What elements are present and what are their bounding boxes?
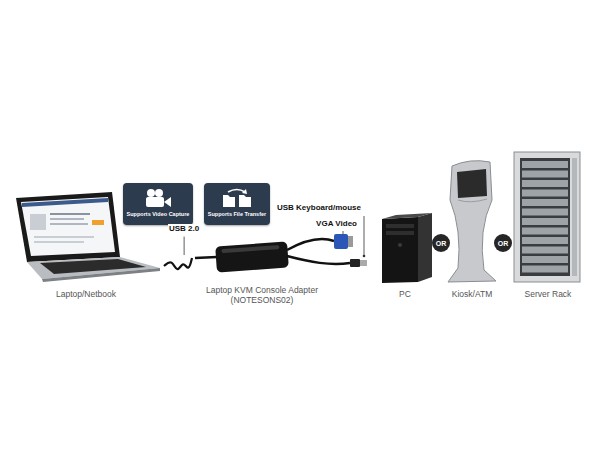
pc-side <box>418 213 432 282</box>
pc-front <box>382 217 418 283</box>
drive-bay <box>386 231 414 235</box>
screen-line <box>34 236 94 238</box>
port-label: VGA Video <box>315 219 358 229</box>
reel <box>147 189 155 197</box>
usb-shell <box>360 260 367 266</box>
kiosk-illustration <box>448 161 496 282</box>
server-rack-illustration <box>514 152 580 282</box>
camera-body <box>146 197 164 207</box>
figure-label: PC <box>399 289 411 300</box>
cable <box>195 257 217 258</box>
leader-line <box>364 216 365 256</box>
laptop-bezel <box>16 192 120 262</box>
rack-slot <box>522 256 568 263</box>
kiosk-ledge <box>458 199 487 202</box>
rack-slot <box>522 266 568 273</box>
rack-frame <box>514 152 580 282</box>
figure-label: Kiosk/ATM <box>452 289 492 300</box>
rack-slot <box>522 237 568 244</box>
kiosk-screen <box>457 169 487 198</box>
folder-icon <box>222 188 252 208</box>
leader-line <box>184 237 185 255</box>
laptop-figure: Laptop/Netbook <box>8 228 164 300</box>
adapter-body <box>215 242 289 273</box>
transfer-arrow <box>228 190 245 193</box>
camera-icon <box>143 188 173 208</box>
badge-text: Supports Video Capture <box>127 211 190 217</box>
rack-slot <box>522 209 568 216</box>
server-rack-figure: Server Rack <box>513 146 583 300</box>
or-badge: OR <box>494 234 512 252</box>
feature-badge: Supports Video Capture <box>123 183 194 225</box>
rack-slot <box>522 180 568 187</box>
reel <box>155 189 163 197</box>
port-label: USB Keyboard/mouse <box>276 203 362 213</box>
leader-line <box>343 231 344 234</box>
vga-connector <box>334 234 348 249</box>
leader-dot <box>363 255 366 258</box>
rack-side <box>572 158 577 276</box>
badge-text: Supports File Transfer <box>208 211 266 217</box>
rack-slot <box>522 247 568 254</box>
usb-cable <box>164 258 192 269</box>
screen-button <box>92 220 104 225</box>
rack-slot <box>522 199 568 206</box>
adapter-figure: Laptop KVM Console Adapter (NOTESONS02) <box>192 238 332 306</box>
figure-label: Laptop KVM Console Adapter (NOTESONS02) <box>194 285 330 306</box>
screen-line <box>34 241 84 243</box>
rack-slot <box>522 171 568 178</box>
rack-slot <box>522 161 568 168</box>
feature-badge: Supports File Transfer <box>204 183 270 225</box>
rack-slot <box>522 218 568 225</box>
figure-label: Laptop/Netbook <box>56 289 116 300</box>
rack-slot <box>522 190 568 197</box>
adapter-highlight <box>221 245 279 253</box>
screen-line <box>50 218 84 220</box>
vga-shell <box>348 236 353 247</box>
or-badge: OR <box>432 234 450 252</box>
rack-slot <box>522 228 568 235</box>
or-text: OR <box>436 240 447 247</box>
pc-figure: PC <box>378 208 432 300</box>
drive-bay <box>386 224 414 228</box>
power-button <box>398 243 402 247</box>
usb-plug <box>350 259 360 267</box>
screen-bar <box>22 198 108 207</box>
screen-line <box>50 223 88 225</box>
cable <box>287 239 334 250</box>
pc-top <box>382 213 432 219</box>
folder <box>239 195 251 207</box>
laptop-edge <box>42 268 160 282</box>
rack-interior <box>520 158 570 276</box>
laptop-screen <box>21 197 115 256</box>
arrow-head <box>242 189 247 194</box>
kiosk-body <box>448 161 496 282</box>
cable <box>287 256 350 264</box>
screen-image <box>30 214 46 230</box>
camera-lens <box>164 197 171 207</box>
kiosk-figure: Kiosk/ATM <box>450 155 494 300</box>
or-text: OR <box>498 240 509 247</box>
figure-label: Server Rack <box>525 289 572 300</box>
cable-label: USB 2.0 <box>168 224 200 234</box>
folder <box>223 195 235 207</box>
pc-illustration <box>382 213 432 283</box>
screen-line <box>50 213 90 215</box>
